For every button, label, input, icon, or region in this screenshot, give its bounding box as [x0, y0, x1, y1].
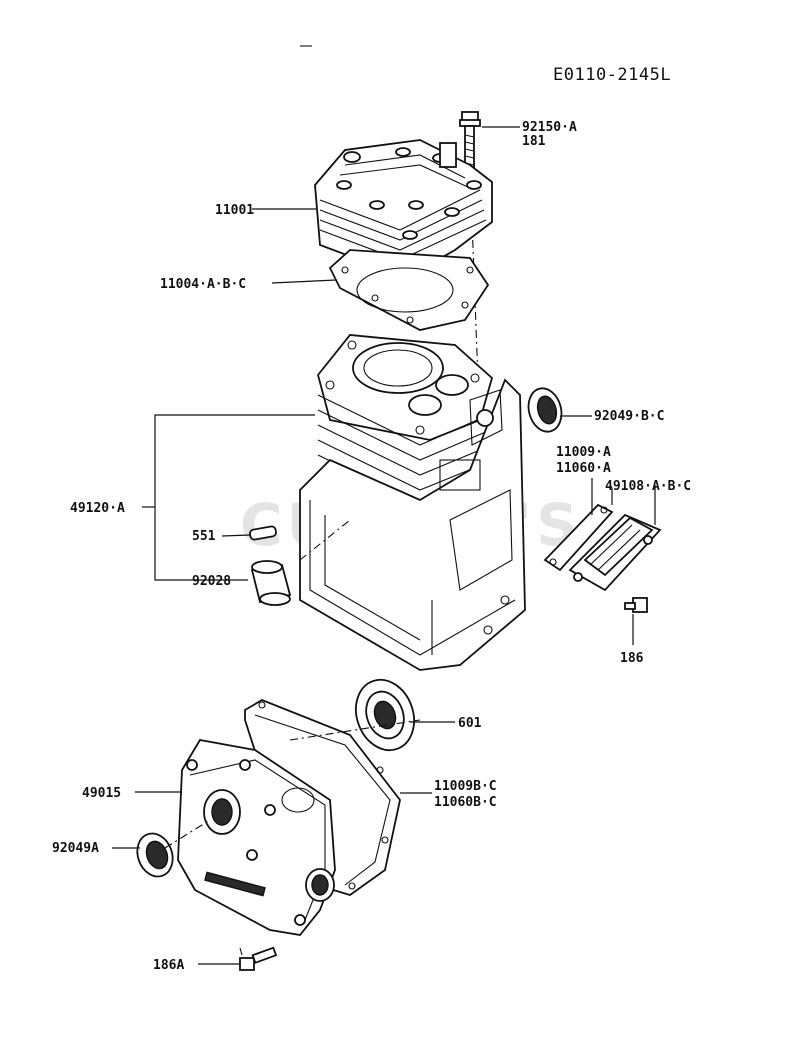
crankcase-block: [299, 334, 526, 671]
label-11001: 11001: [215, 203, 254, 218]
label-92150: 92150·A: [522, 120, 577, 135]
label-11004: 11004·A·B·C: [160, 277, 246, 292]
label-92049bc: 92049·B·C: [594, 409, 664, 424]
cover-bolt: [239, 946, 278, 971]
breather-gasket: [543, 503, 614, 572]
diagram-code: E0110-2145L: [553, 65, 671, 85]
head-gasket: [328, 249, 490, 331]
bolt-tick: [239, 947, 243, 956]
label-92028: 92028: [192, 574, 231, 589]
crankcase-cover: [177, 739, 336, 936]
dowel-pin: [249, 525, 277, 541]
breather-bolt: [624, 597, 648, 613]
bushing: [250, 560, 292, 606]
label-49120: 49120·A: [70, 501, 125, 516]
cylinder-head: [314, 139, 493, 276]
ball-bearing: [355, 678, 415, 752]
label-11060b: 11060B·C: [434, 795, 497, 810]
breather-cover: [568, 513, 662, 592]
label-551: 551: [192, 529, 216, 544]
label-11060: 11060·A: [556, 461, 611, 476]
bracket-49120: [154, 414, 315, 581]
head-bolt: [459, 111, 481, 169]
label-186: 186: [620, 651, 644, 666]
assembly-line-1: [289, 719, 421, 741]
leader-11004: [271, 279, 337, 284]
label-11009: 11009·A: [556, 445, 611, 460]
oil-seal-lower: [136, 832, 174, 878]
label-49015: 49015: [82, 786, 121, 801]
label-11009b: 11009B·C: [434, 779, 497, 794]
label-92049a: 92049A: [52, 841, 99, 856]
label-186a: 186A: [153, 958, 184, 973]
label-49108: 49108·A·B·C: [605, 479, 691, 494]
leader-551: [221, 534, 251, 537]
oil-seal-upper: [527, 387, 563, 433]
label-601: 601: [458, 716, 482, 731]
label-181: 181: [522, 134, 546, 149]
